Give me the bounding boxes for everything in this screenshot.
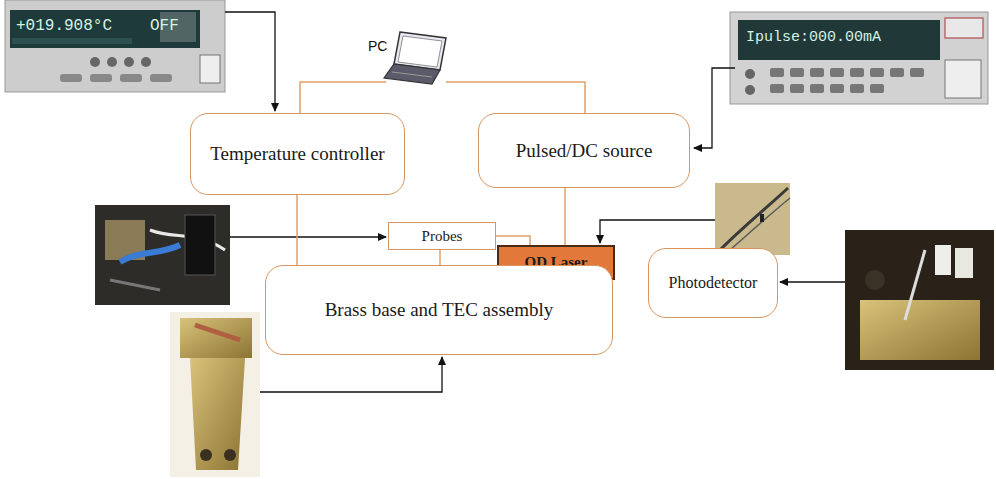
node-text: Probes	[422, 227, 463, 246]
leader-arrow	[600, 220, 715, 243]
leader-arrow	[260, 357, 442, 392]
process-box: Brass base and TEC assembly	[265, 265, 613, 355]
wire-connector	[439, 250, 441, 265]
node-text: Brass base and TEC assembly	[325, 298, 554, 322]
leader-arrow	[225, 12, 275, 111]
node-text: Pulsed/DC source	[516, 139, 653, 163]
photodetector-photo	[845, 230, 994, 370]
process-box: Photodetector	[648, 248, 778, 318]
temperature-instrument	[5, 0, 225, 92]
node-text: Photodetector	[669, 273, 758, 293]
laser-photo	[715, 183, 790, 255]
pc-wire	[300, 82, 386, 113]
wire-connector	[564, 188, 566, 245]
leader-arrow	[694, 68, 735, 148]
probe-box: Probes	[388, 222, 496, 250]
pc-wire	[446, 82, 585, 113]
display-readout: Ipulse:000.00mA	[746, 29, 881, 46]
display-readout: OFF	[150, 17, 179, 35]
source-instrument	[730, 12, 988, 104]
wire-connector	[496, 236, 530, 245]
brass-photo	[170, 312, 260, 477]
wire-connector	[296, 195, 298, 265]
display-readout: +019.908°C	[16, 17, 112, 35]
leader-arrow	[780, 281, 845, 282]
node-text: Temperature controller	[210, 142, 384, 166]
laptop-icon	[384, 32, 446, 84]
process-box: Pulsed/DC source	[478, 113, 690, 188]
probe-photo	[95, 205, 230, 305]
process-box: Temperature controller	[190, 113, 405, 195]
leader-arrow	[230, 236, 386, 237]
device-label: PC	[368, 38, 387, 54]
